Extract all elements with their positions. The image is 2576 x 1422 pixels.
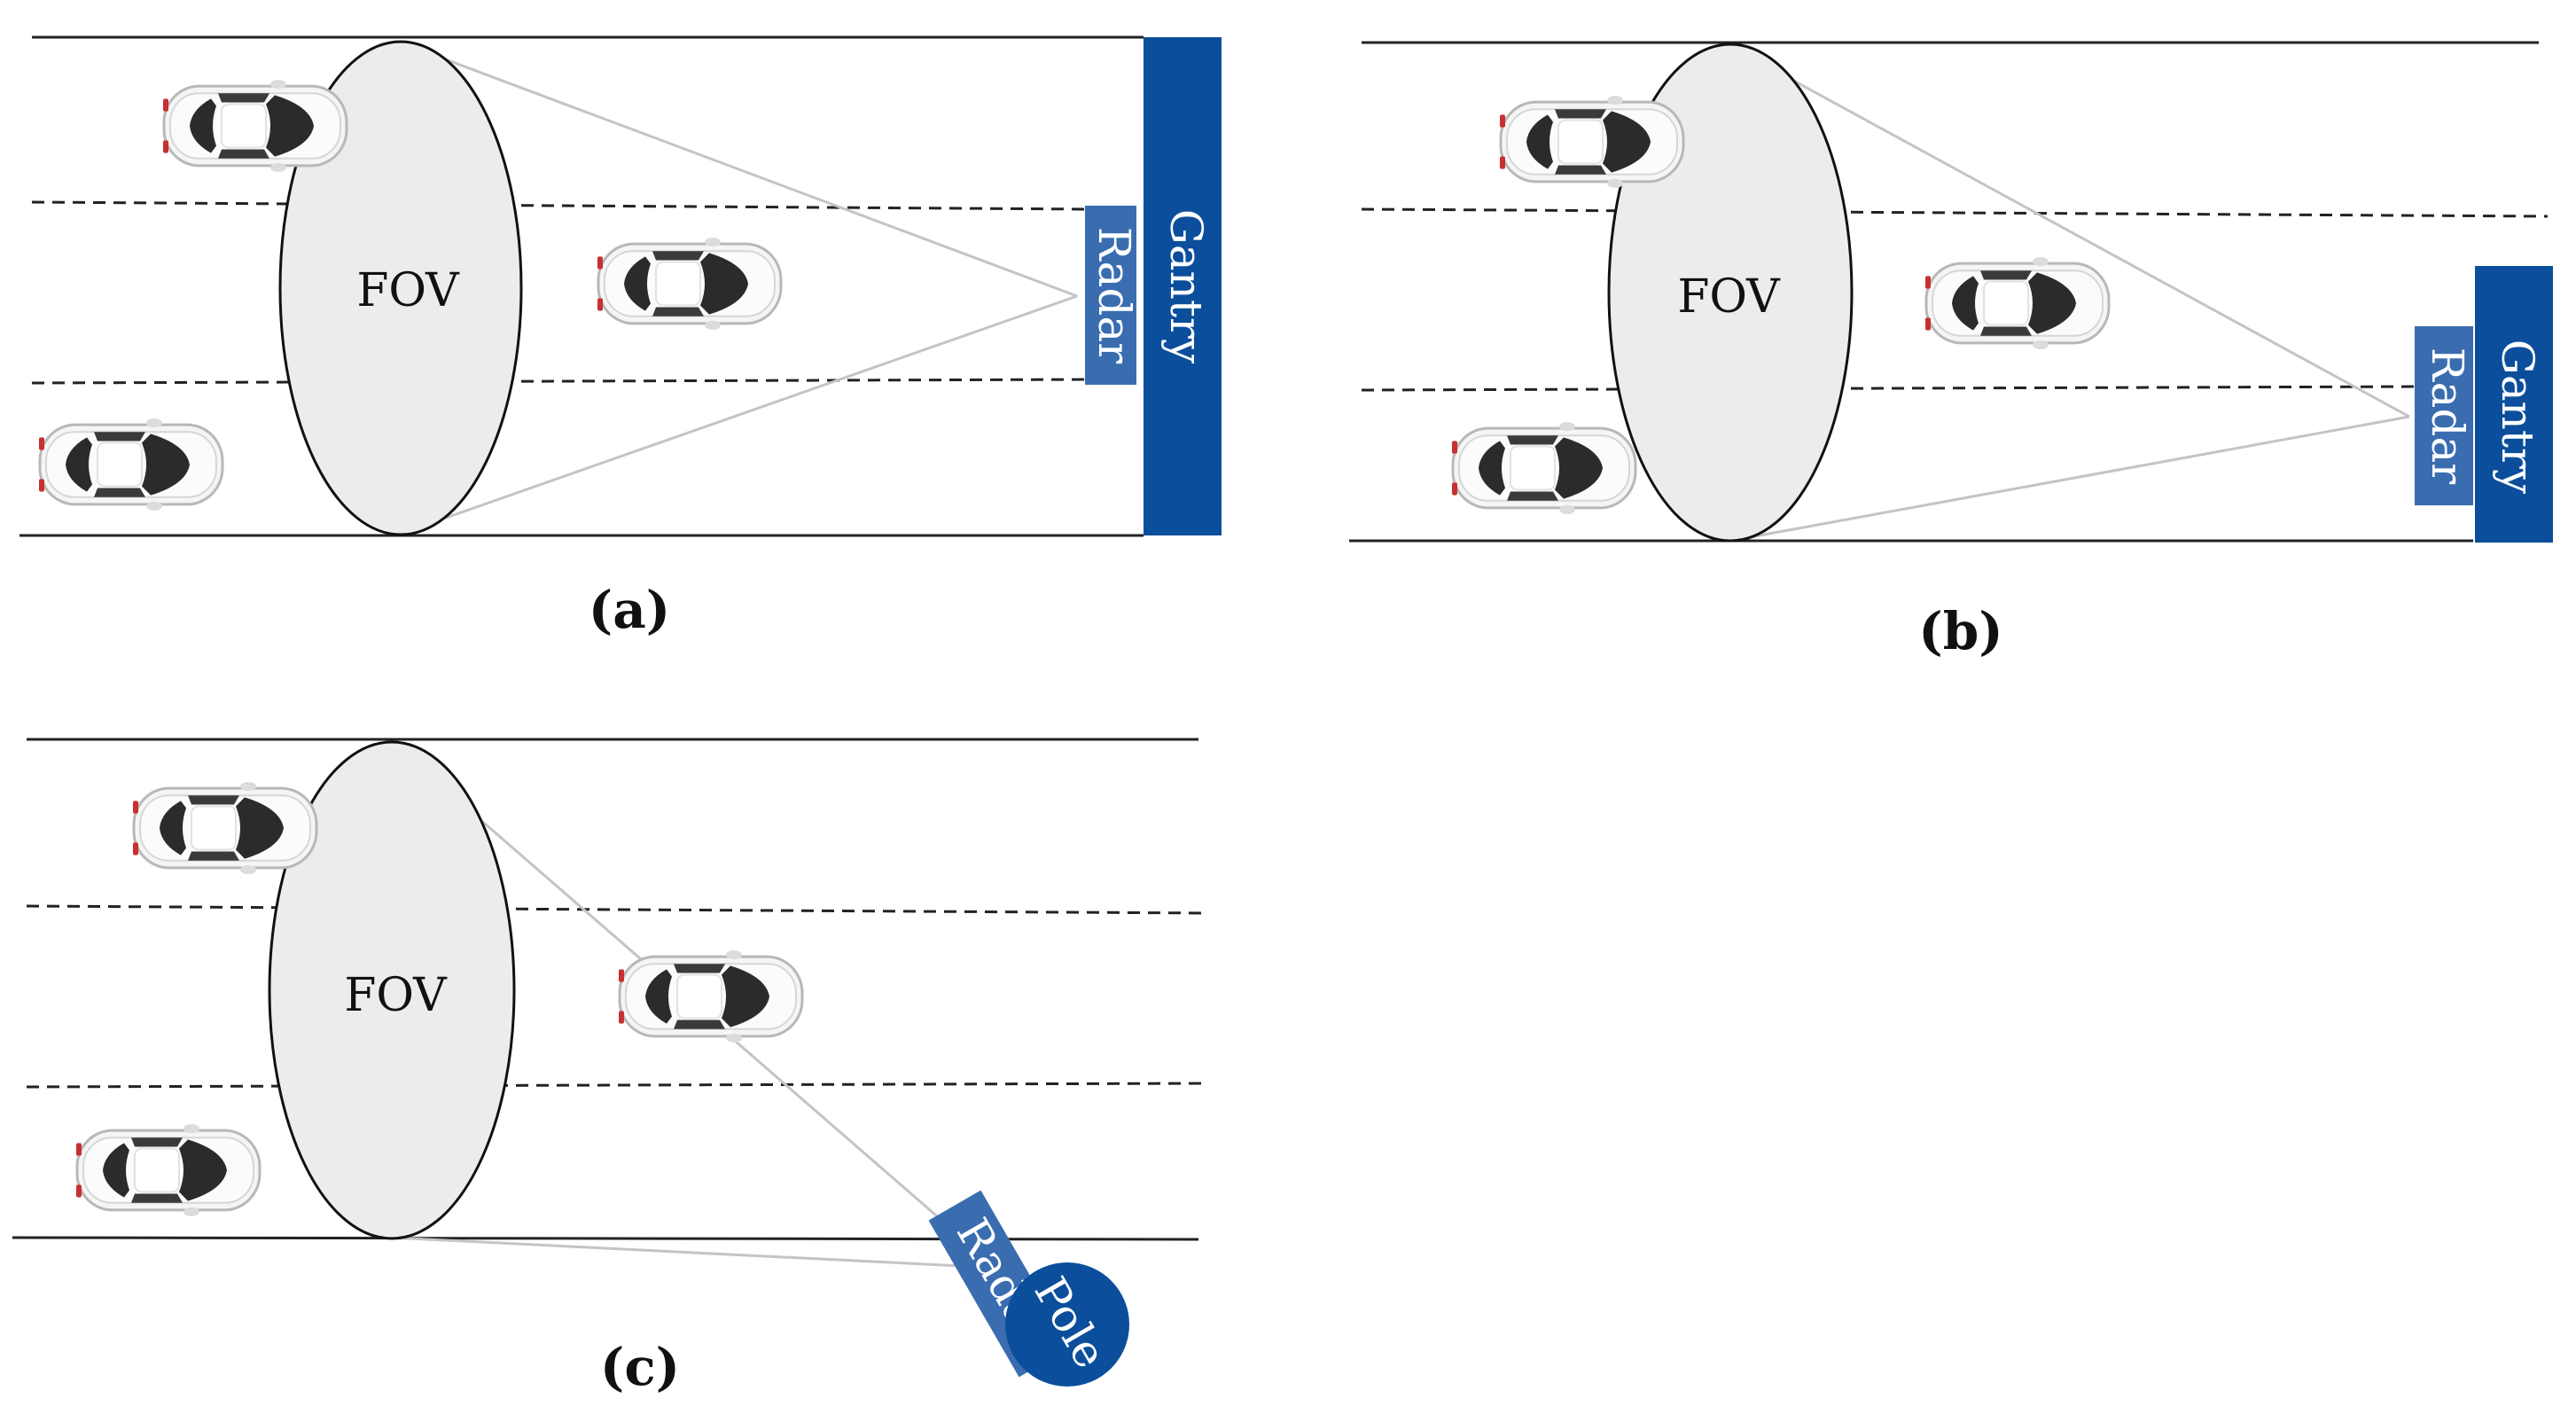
car-icon xyxy=(596,236,783,332)
lane-divider xyxy=(26,904,1210,915)
fov-label: FOV xyxy=(344,969,448,1022)
panel-caption: (b) xyxy=(1918,601,2002,661)
radar-beam-edge xyxy=(391,1236,997,1270)
car-icon xyxy=(74,1122,262,1218)
fov-label: FOV xyxy=(356,264,460,317)
lane-divider xyxy=(1361,207,2549,218)
car-icon xyxy=(161,78,348,174)
radar-beam-edge xyxy=(1729,415,2410,543)
panel-caption: (a) xyxy=(589,580,670,640)
lane-divider xyxy=(1361,385,2430,392)
radar-unit xyxy=(2415,326,2473,505)
panel-c: FOV Radar Pole (c) xyxy=(12,738,1210,1397)
radar-beam-edge xyxy=(400,294,1078,535)
lane-divider xyxy=(31,378,1091,385)
car-icon xyxy=(131,780,318,876)
car-icon xyxy=(617,949,804,1044)
gantry-label: Gantry xyxy=(2492,340,2543,495)
radar-beam-edge xyxy=(1729,44,2410,418)
panel-b: FOV Gantry Radar (b) xyxy=(1349,41,2553,661)
lane-divider xyxy=(26,1082,1210,1089)
car-icon xyxy=(1450,420,1637,516)
car-icon xyxy=(37,417,224,512)
car-icon xyxy=(1924,255,2111,351)
panel-a: FOV Gantry Radar (a) xyxy=(20,35,1222,640)
lane-divider xyxy=(31,200,1091,211)
radar-beam-edge xyxy=(400,41,1078,298)
fov-ellipse xyxy=(268,740,516,1240)
radar-unit xyxy=(1085,206,1136,385)
car-icon xyxy=(1498,94,1685,190)
panel-caption: (c) xyxy=(600,1337,680,1397)
gantry xyxy=(2475,266,2553,543)
radar-label: Radar xyxy=(1089,227,1140,363)
pole xyxy=(1005,1262,1129,1387)
road-edge-bottom xyxy=(12,1236,1199,1241)
gantry xyxy=(1144,37,1222,535)
radar-label: Radar xyxy=(2422,348,2473,484)
fov-label: FOV xyxy=(1677,270,1781,324)
gantry-label: Gantry xyxy=(1160,209,1212,364)
fov-ellipse xyxy=(278,40,523,536)
